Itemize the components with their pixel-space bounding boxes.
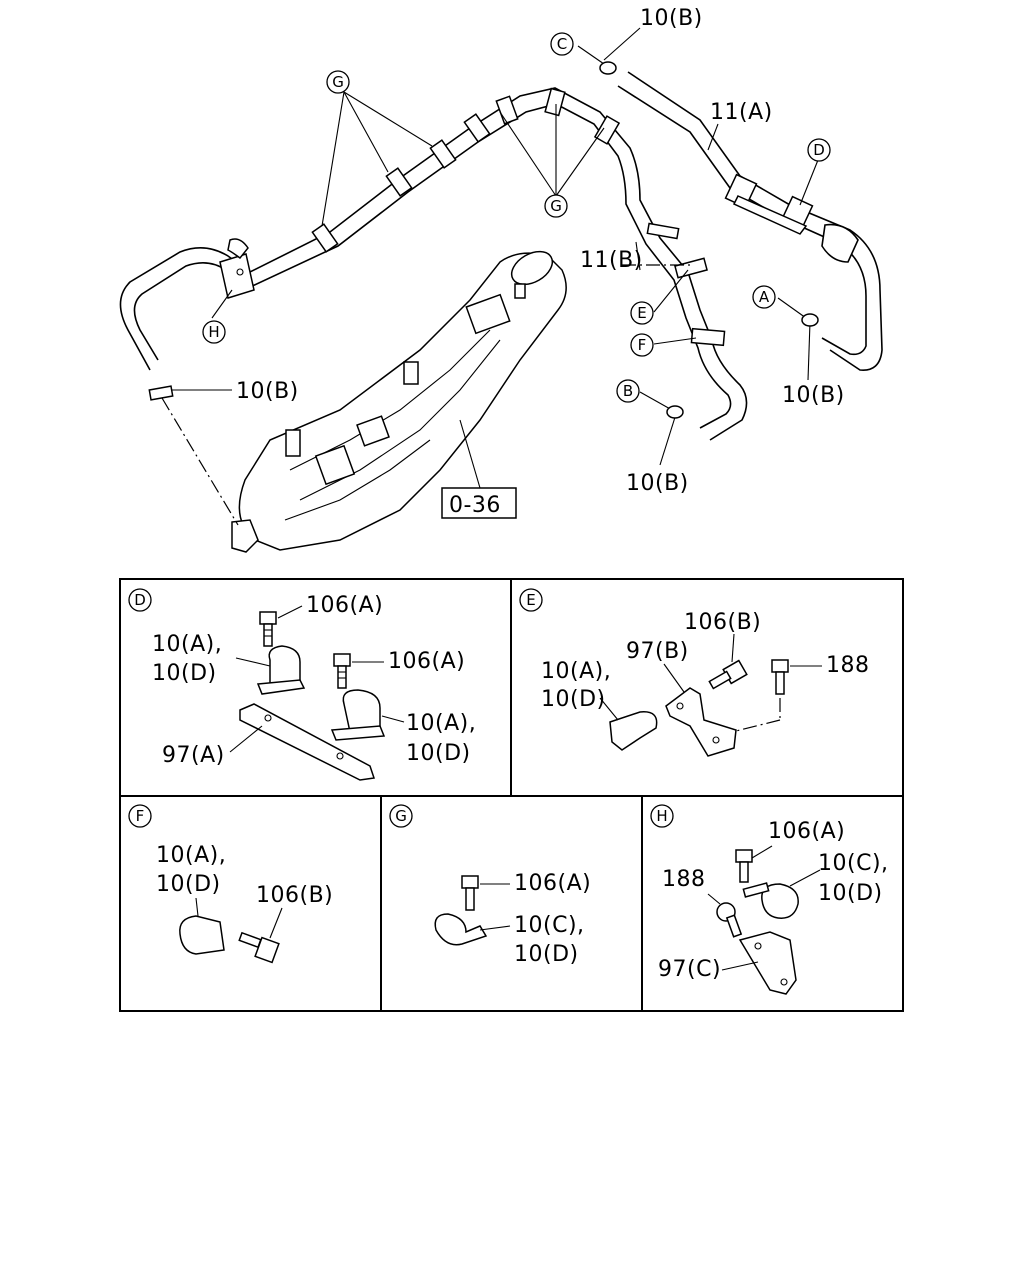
callout-e: E — [630, 301, 654, 325]
label-d-bolt2: 106(A) — [388, 649, 465, 674]
label-d-bracket: 97(A) — [162, 743, 225, 768]
label-f-clamp-l1: 10(A), — [156, 843, 226, 868]
detail-g: G 106(A) 10(C), 10(D) — [389, 804, 591, 967]
label-e-bolt1: 106(B) — [684, 610, 761, 635]
detail-d-tag: D — [134, 591, 146, 609]
bracket-97b — [665, 687, 737, 757]
ref-box-label: 0-36 — [449, 493, 501, 518]
callout-g-mid: G — [544, 194, 568, 218]
label-h-clamp-l1: 10(C), — [818, 851, 889, 876]
bolt-106a-2 — [333, 653, 351, 689]
clamp-g — [434, 913, 488, 946]
bolt-106a-g — [461, 875, 479, 911]
detail-d: D 106(A) 10(A), 10(D) 106(A) 10(A), 10(D… — [128, 588, 476, 781]
detail-grid — [119, 578, 904, 1012]
label-g-clamp-l1: 10(C), — [514, 913, 585, 938]
clamp-f — [179, 915, 225, 955]
label-d-bolt1: 106(A) — [306, 593, 383, 618]
label-e-clamp-l2: 10(D) — [541, 687, 606, 712]
intake-assembly — [231, 250, 567, 553]
label-h-bolt2: 188 — [662, 867, 706, 892]
label-f-clamp-l2: 10(D) — [156, 872, 221, 897]
bracket-97c — [738, 931, 797, 995]
bolt-106b-f — [238, 931, 280, 964]
bolt-106b-e — [708, 659, 748, 690]
label-d-clamp2-l2: 10(D) — [406, 741, 471, 766]
main-assembly: 10(B) 11(A) 11(B) 10(B) 10(B) 10(B) 0-36… — [119, 6, 883, 553]
label-clip-left: 10(B) — [236, 379, 299, 404]
svg-text:B: B — [623, 382, 633, 400]
bracket-97a — [239, 703, 375, 781]
callout-d: D — [807, 138, 831, 162]
label-clip-c: 10(B) — [640, 6, 703, 31]
clamp-h — [761, 883, 799, 919]
label-hose-11a: 11(A) — [710, 100, 773, 125]
callout-h: H — [202, 320, 226, 344]
svg-text:H: H — [208, 323, 219, 341]
clamp-d-1 — [268, 645, 301, 687]
clip-c — [599, 61, 617, 75]
label-d-clamp1-l1: 10(A), — [152, 632, 222, 657]
label-h-bolt1: 106(A) — [768, 819, 845, 844]
detail-e: E 106(B) 97(B) 188 10(A), 10(D) — [519, 588, 870, 757]
bolt-188-h — [716, 902, 743, 938]
callout-c: C — [550, 32, 574, 56]
callout-a: A — [752, 285, 776, 309]
ref-box — [441, 487, 517, 519]
svg-text:F: F — [638, 336, 647, 354]
label-e-bolt2: 188 — [826, 653, 870, 678]
callout-f: F — [630, 333, 654, 357]
svg-text:C: C — [557, 35, 567, 53]
label-h-bracket: 97(C) — [658, 957, 721, 982]
detail-f: F 10(A), 10(D) 106(B) — [128, 804, 333, 964]
label-g-clamp-l2: 10(D) — [514, 942, 579, 967]
clamp-e — [609, 711, 658, 751]
clip-b — [666, 405, 684, 419]
svg-text:D: D — [813, 141, 825, 159]
centerline-left — [161, 397, 239, 526]
svg-text:G: G — [550, 197, 562, 215]
label-h-clamp-l2: 10(D) — [818, 881, 883, 906]
callout-g-top: G — [326, 70, 350, 94]
label-d-clamp1-l2: 10(D) — [152, 661, 217, 686]
detail-g-tag: G — [395, 807, 407, 825]
label-e-clamp-l1: 10(A), — [541, 659, 611, 684]
detail-f-tag: F — [136, 807, 145, 825]
bolt-188-e — [771, 659, 789, 695]
label-hose-11b: 11(B) — [580, 248, 643, 273]
callout-b: B — [616, 379, 640, 403]
label-g-bolt: 106(A) — [514, 871, 591, 896]
label-clip-a: 10(B) — [782, 383, 845, 408]
label-d-clamp2-l1: 10(A), — [406, 711, 476, 736]
svg-text:G: G — [332, 73, 344, 91]
clip-a — [801, 313, 819, 327]
svg-text:A: A — [759, 288, 770, 306]
detail-h: H 106(A) 10(C), 10(D) 188 97(C) — [650, 804, 889, 995]
detail-h-tag: H — [656, 807, 667, 825]
bolt-106a-1 — [259, 611, 277, 647]
label-clip-b: 10(B) — [626, 471, 689, 496]
hose-11a — [617, 71, 883, 371]
svg-text:E: E — [637, 304, 646, 322]
bolt-106a-h — [735, 849, 753, 883]
label-f-bolt: 106(B) — [256, 883, 333, 908]
detail-e-tag: E — [526, 591, 535, 609]
label-e-bracket: 97(B) — [626, 639, 689, 664]
clamp-d-2 — [342, 689, 381, 733]
